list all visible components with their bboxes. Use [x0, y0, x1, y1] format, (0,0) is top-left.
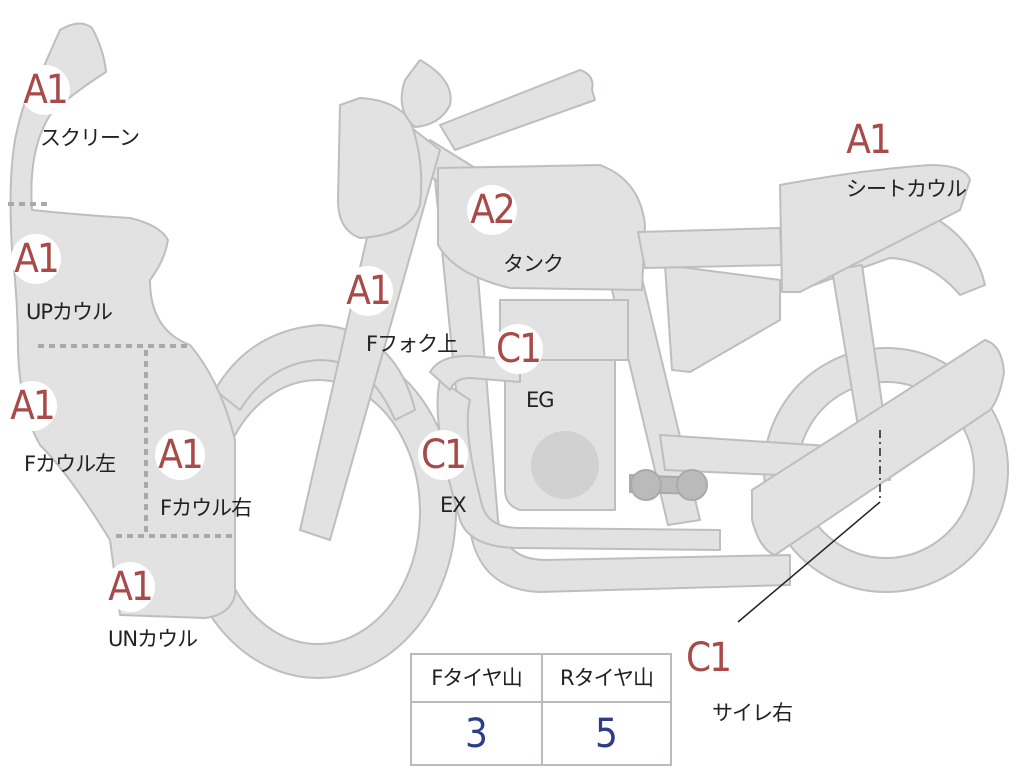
muffler [751, 339, 1005, 556]
part-un-cowl: UNカウル [108, 627, 198, 651]
grade-muffler-right: C1 [683, 633, 733, 683]
part-seat-cowl: シートカウル [846, 177, 967, 201]
grade-exhaust: C1 [418, 430, 468, 480]
grade-tank: A2 [467, 185, 517, 235]
part-engine: EG [526, 388, 555, 412]
grade-seat-cowl: A1 [843, 115, 893, 165]
seat-front [637, 227, 783, 269]
handlebar [439, 69, 596, 151]
part-tank: タンク [503, 252, 564, 276]
grade-up-cowl: A1 [11, 234, 61, 284]
front-tire-value: 3 [465, 711, 488, 757]
headlight-cowl [337, 97, 423, 239]
grade-screen: A1 [20, 65, 70, 115]
grade-f-cowl-left: A1 [7, 381, 57, 431]
grade-engine: C1 [493, 324, 543, 374]
mirror [400, 59, 452, 128]
part-screen: スクリーン [40, 126, 140, 150]
rear-tire-value: 5 [595, 711, 618, 757]
part-muffler-right: サイレ右 [712, 701, 793, 725]
grade-f-cowl-right: A1 [155, 430, 205, 480]
front-tire-header: Fタイヤ山 [431, 666, 522, 690]
part-f-fork-upper: Fフォク上 [366, 332, 458, 356]
part-f-cowl-right: Fカウル右 [160, 496, 252, 520]
part-exhaust: EX [440, 493, 467, 517]
tire-tread-table: Fタイヤ山 Rタイヤ山 3 5 [410, 653, 672, 766]
seat-cowl [779, 164, 971, 293]
part-up-cowl: UPカウル [26, 300, 113, 324]
part-f-cowl-left: Fカウル左 [24, 452, 116, 476]
grade-un-cowl: A1 [105, 562, 155, 612]
side-cover [664, 264, 781, 373]
rear-tire-header: Rタイヤ山 [560, 666, 654, 690]
grade-f-fork-upper: A1 [343, 266, 393, 316]
table-divider-vertical [541, 655, 543, 764]
